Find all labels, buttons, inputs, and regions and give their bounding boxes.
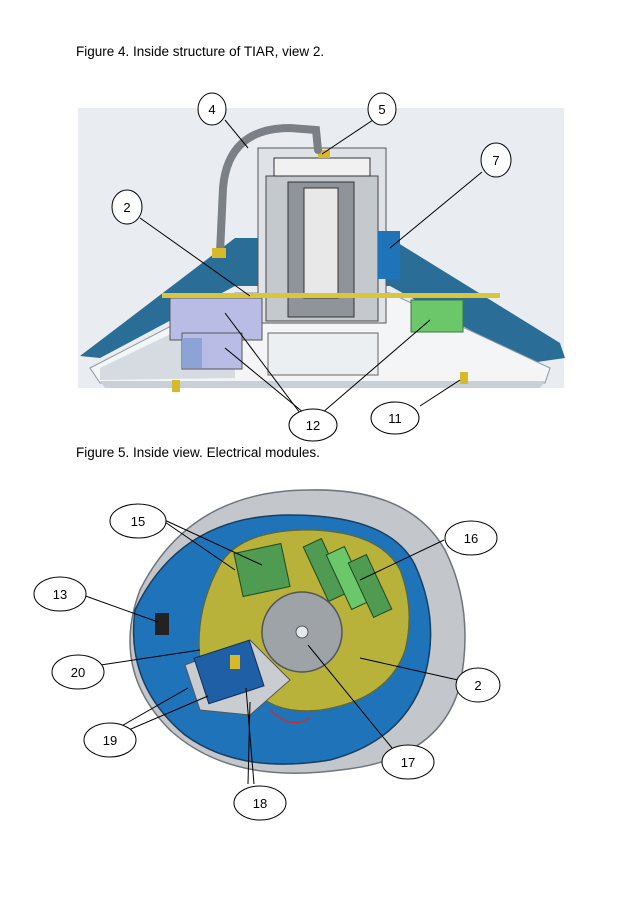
callout-2: 2 [111,189,143,225]
callout-label: 16 [464,531,478,546]
leader-13 [79,593,159,623]
callout-label: 20 [71,665,85,680]
green-board [233,542,291,598]
outer-shell [80,238,565,363]
callout-label: 13 [53,587,67,602]
callout-label: 15 [131,514,145,529]
right-blue-part [378,231,400,279]
callout-16: 16 [444,520,498,556]
figure-4-caption: Figure 4. Inside structure of TIAR, view… [76,44,325,59]
leader-19a [117,687,189,729]
leader-19b [123,695,209,733]
callout-label: 2 [123,200,130,215]
green-module [410,299,464,333]
motor-core [303,187,339,299]
callout-19: 19 [83,722,137,758]
leader-4 [224,119,249,149]
callout-label: 17 [401,755,415,770]
callout-label: 19 [103,733,117,748]
figure-4-cross-section: 4 5 7 2 12 11 [78,92,565,442]
callout-17: 17 [381,744,435,780]
leader-20 [93,649,201,667]
top-connector [318,150,330,158]
figure-5-top-view: 15 16 13 20 2 19 17 18 [33,489,501,821]
leader-7 [389,171,483,249]
black-component [155,613,169,635]
leader-2b [359,657,459,681]
module-blue-block [182,338,202,368]
callout-18: 18 [233,785,287,821]
callout-label: 12 [306,418,320,433]
leader-5 [321,119,374,155]
leader-18b [245,687,255,785]
red-wire [269,709,311,724]
callout-4: 4 [197,92,227,126]
leader-18a [247,701,251,785]
leader-17 [307,644,393,749]
rotor-hub [295,625,309,639]
foot-left [172,380,180,392]
callout-11: 11 [370,401,420,435]
cable-connector [212,248,226,258]
callout-7: 7 [480,142,512,178]
leader-12b [224,347,305,414]
callout-15: 15 [109,503,167,539]
callout-12: 12 [288,408,338,442]
callout-20: 20 [51,654,105,690]
callout-label: 18 [253,796,267,811]
green-modules [302,537,393,619]
callout-label: 2 [474,678,481,693]
callout-label: 5 [378,102,385,117]
base-block [267,332,379,376]
foot-right [460,372,468,384]
callout-label: 4 [208,102,215,117]
column-cap [273,157,371,177]
main-pcb [162,293,500,298]
leader-11 [419,379,461,407]
leader-12c [321,319,431,414]
callout-label: 11 [388,411,402,426]
leader-12a [224,312,301,414]
leader-15a [157,516,263,566]
figure-5-caption: Figure 5. Inside view. Electrical module… [76,445,320,460]
leader-2 [139,217,251,297]
module-contact [230,655,240,669]
callout-13: 13 [33,576,87,612]
base-rim [100,381,545,388]
cable [216,123,322,257]
blue-module [193,639,265,705]
callout-5: 5 [367,92,397,126]
callout-label: 7 [492,153,499,168]
callout-2: 2 [455,667,501,703]
leader-15b [161,519,236,571]
leader-16 [359,539,445,581]
